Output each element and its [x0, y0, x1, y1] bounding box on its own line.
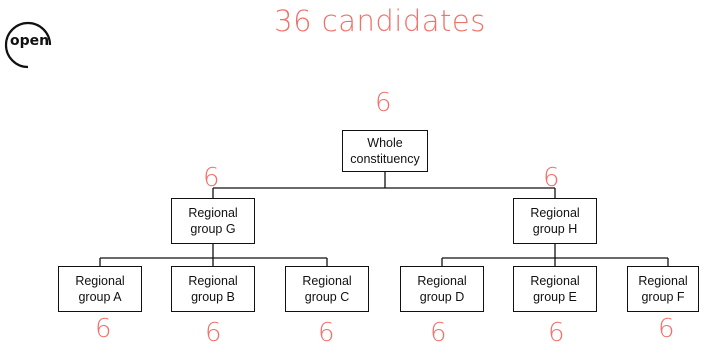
logo-text: open — [10, 33, 50, 49]
group-a-line2: group A — [78, 290, 122, 304]
group-a-count: 6 — [95, 314, 112, 344]
group-h-line1: Regional — [530, 205, 580, 220]
group-g-line2: group G — [190, 222, 236, 236]
root-count: 6 — [375, 88, 392, 118]
open-logo-icon — [4, 21, 52, 69]
group-h-count: 6 — [543, 163, 560, 193]
root-node: Whole constituency — [342, 130, 428, 172]
group-c-node: Regional group C — [285, 266, 369, 312]
group-g-count: 6 — [203, 163, 220, 193]
group-f-node: Regional group F — [627, 266, 699, 312]
group-f-line1: Regional — [638, 273, 688, 288]
group-e-line1: Regional — [530, 273, 580, 288]
group-h-node: Regional group H — [513, 198, 597, 244]
group-h-line2: group H — [532, 222, 578, 236]
group-c-count: 6 — [318, 318, 335, 348]
group-a-node: Regional group A — [58, 266, 142, 312]
diagram-title: 36 candidates — [274, 4, 486, 38]
group-c-line2: group C — [304, 290, 350, 304]
group-e-line2: group E — [533, 290, 577, 304]
group-b-line2: group B — [191, 290, 235, 304]
group-b-line1: Regional — [188, 273, 238, 288]
group-f-line2: group F — [641, 290, 685, 304]
group-b-node: Regional group B — [171, 266, 255, 312]
group-b-count: 6 — [205, 318, 222, 348]
group-e-node: Regional group E — [513, 266, 597, 312]
group-c-line1: Regional — [302, 273, 352, 288]
group-g-line1: Regional — [188, 205, 238, 220]
root-line2: constituency — [350, 152, 420, 166]
group-a-line1: Regional — [75, 273, 125, 288]
group-g-node: Regional group G — [171, 198, 255, 244]
group-d-line2: group D — [419, 290, 465, 304]
group-f-count: 6 — [658, 314, 675, 344]
group-d-count: 6 — [430, 318, 447, 348]
group-d-line1: Regional — [417, 273, 467, 288]
group-e-count: 6 — [548, 318, 565, 348]
group-d-node: Regional group D — [400, 266, 484, 312]
root-line1: Whole — [367, 135, 403, 150]
